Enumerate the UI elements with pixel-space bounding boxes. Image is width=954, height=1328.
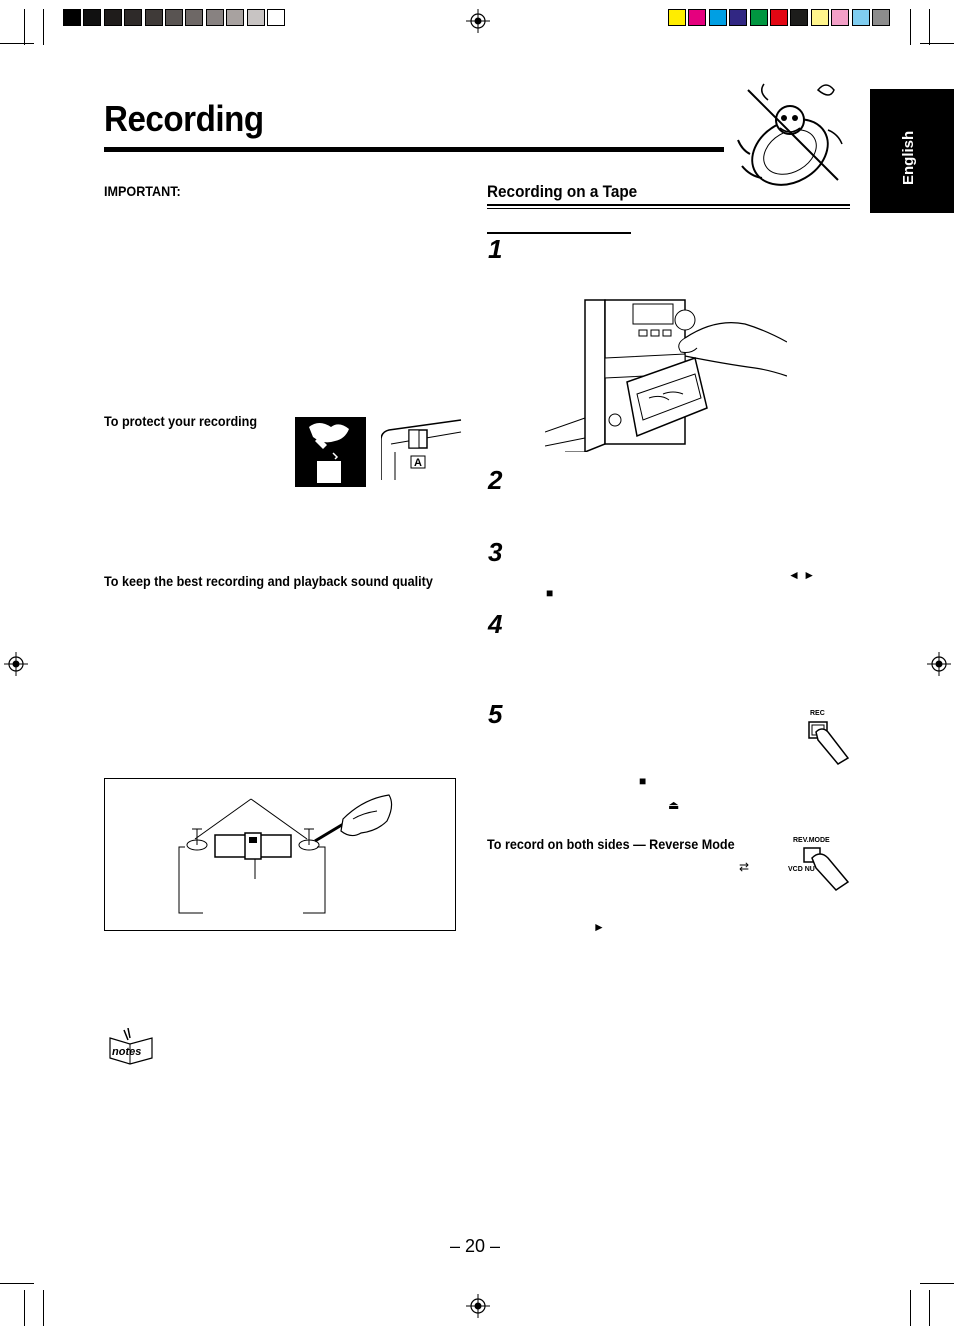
stop-icon: ■ [546,586,554,600]
cassette-insertion-illustration [545,299,787,452]
grayscale-swatch [267,9,285,26]
reverse-mode-icon: ⇄ [739,860,750,874]
step-number-5: 5 [488,699,503,729]
step-number-3: 3 [488,537,503,567]
reverse-mode-heading: To record on both sides — Reverse Mode [487,836,735,852]
title-rule [104,147,724,152]
page-number: – 20 – [450,1236,501,1256]
page-title: Recording [104,98,264,139]
registration-mark-bottom [466,1294,490,1318]
grayscale-swatch [83,9,102,26]
cassette-side-a-illustration: A [381,419,462,480]
rec-button-illustration: REC [806,710,854,766]
registration-mark-left [4,652,28,676]
eject-icon: ⏏ [668,798,680,812]
protect-recording-heading: To protect your recording [104,413,258,429]
step-number-2: 2 [488,465,503,495]
grayscale-swatch [205,9,224,26]
play-icon: ► [593,920,605,934]
violin-mascot-illustration [737,83,843,186]
color-swatch [810,9,829,26]
important-label: IMPORTANT: [104,183,181,199]
notes-icon: notes [109,1028,153,1065]
play-reverse-forward-icon: ◄ ► [788,568,816,582]
sound-quality-heading: To keep the best recording and playback … [104,573,433,589]
vcd-number-label: VCD NU [788,866,815,873]
registration-mark-top [466,9,490,33]
color-swatch [688,9,707,26]
color-swatch [708,9,727,26]
cassette-tab-break-illustration [295,417,366,487]
language-tab-label: English [900,130,917,185]
grayscale-swatch [226,9,245,26]
color-swatch [668,9,686,26]
grayscale-swatch [165,9,183,26]
rec-button-finger-drawing [808,721,850,765]
color-swatch [831,9,850,26]
color-swatch [851,9,870,26]
head-cleaning-diagram [104,778,456,931]
notes-icon-label: notes [112,1046,141,1058]
step-intro-rule [487,232,631,234]
color-swatch [790,9,809,26]
color-swatch [872,9,890,26]
grayscale-swatch [144,9,163,26]
color-swatch [749,9,768,26]
registration-mark-right [927,652,951,676]
section-heading-rule [487,204,850,209]
color-swatch [729,9,748,26]
grayscale-swatch [103,9,122,26]
stop-icon-secondary: ■ [639,774,647,788]
color-swatch [770,9,788,26]
rev-mode-label: REV.MODE [793,837,830,844]
step-number-1: 1 [488,234,503,264]
grayscale-swatch [246,9,265,26]
rev-mode-button-illustration: REV.MODE VCD NU [786,836,850,892]
rec-button-label: REC [810,710,825,717]
tape-deck-heads-drawing [178,794,393,914]
step-number-4: 4 [488,609,503,639]
grayscale-swatch [124,9,143,26]
grayscale-swatch [63,9,81,26]
side-a-letter: A [414,457,422,469]
language-tab: English [870,89,954,213]
grayscale-swatch [185,9,204,26]
rev-mode-finger-drawing [803,847,850,891]
section-heading-recording-on-tape: Recording on a Tape [487,182,638,201]
